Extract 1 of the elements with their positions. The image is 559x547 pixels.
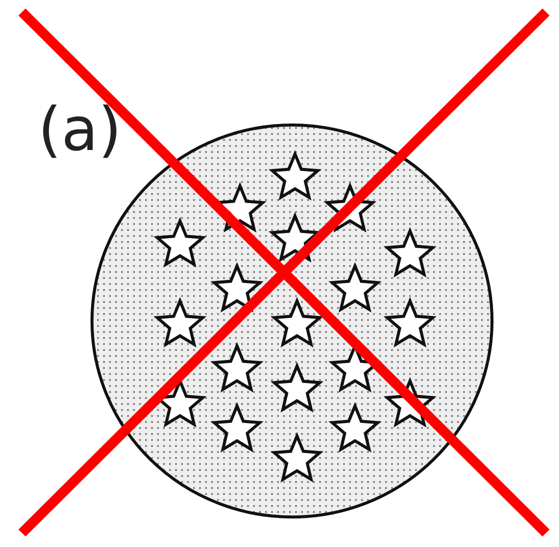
- panel-label: (a): [38, 100, 122, 160]
